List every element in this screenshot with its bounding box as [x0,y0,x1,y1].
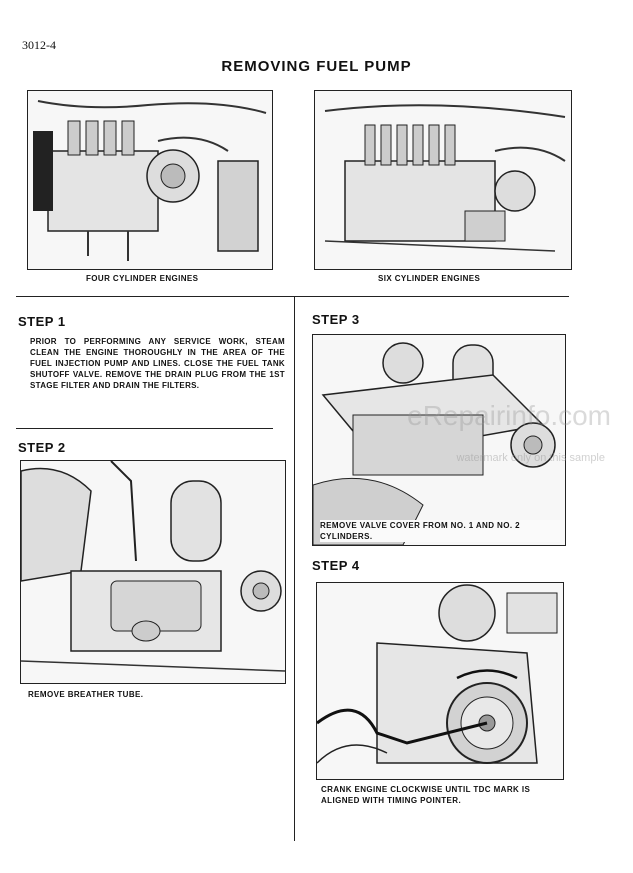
step-2-caption: REMOVE BREATHER TUBE. [28,690,144,699]
step-1-divider [16,428,273,429]
page-number: 3012-4 [22,38,56,52]
four-cylinder-caption: FOUR CYLINDER ENGINES [86,274,199,283]
step-2-illustration [20,460,286,684]
step-3-illustration [312,334,566,546]
six-cylinder-caption: SIX CYLINDER ENGINES [378,274,481,283]
step-1-heading: STEP 1 [18,314,66,329]
watermark-site: eRepairinfo.com [407,400,611,431]
step-4-heading: STEP 4 [312,558,360,573]
watermark-note: watermark only on this sample [456,452,605,464]
step-1-text: PRIOR TO PERFORMING ANY SERVICE WORK, ST… [30,337,285,390]
step-3-caption: REMOVE VALVE COVER FROM NO. 1 AND NO. 2 … [320,520,560,542]
four-cylinder-engine-illustration [27,90,273,270]
step-4-caption: CRANK ENGINE CLOCKWISE UNTIL TDC MARK IS… [321,785,531,805]
step-2-heading: STEP 2 [18,440,66,455]
six-cylinder-engine-illustration [314,90,572,270]
section-divider-vertical [294,296,295,841]
step-4-illustration [316,582,564,780]
page-title: REMOVING FUEL PUMP [221,58,412,75]
step-3-heading: STEP 3 [312,312,360,327]
section-divider-horizontal [16,296,569,297]
